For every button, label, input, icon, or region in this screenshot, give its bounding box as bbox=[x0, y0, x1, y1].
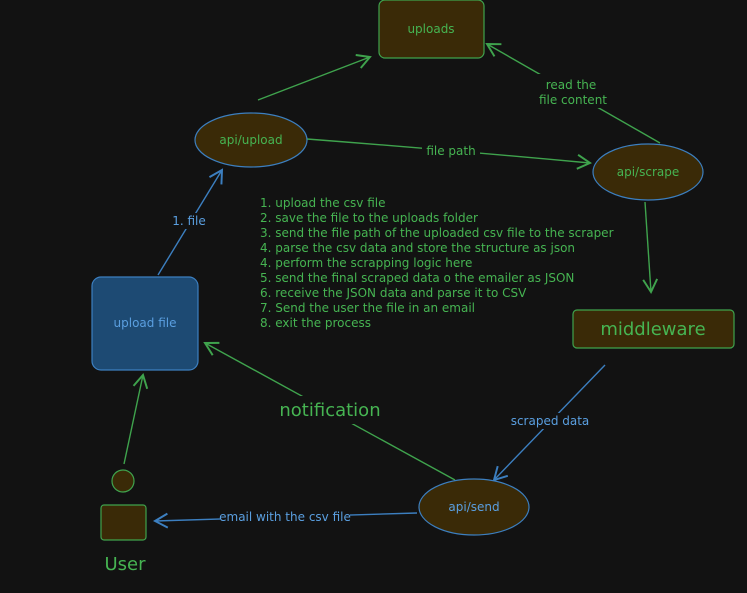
step-item: 6. receive the JSON data and parse it to… bbox=[260, 286, 527, 300]
node-api-send-label: api/send bbox=[448, 500, 499, 514]
node-uploads-label: uploads bbox=[407, 22, 454, 36]
read-label-line1: read the bbox=[546, 78, 597, 92]
step-item: 4. perform the scrapping logic here bbox=[260, 256, 472, 270]
edge-scrape-to-middleware bbox=[642, 201, 659, 295]
email-label: email with the csv file bbox=[219, 510, 351, 524]
file-label: 1. file bbox=[172, 214, 206, 228]
email-label-bg bbox=[220, 509, 350, 525]
node-api-send: api/send bbox=[418, 478, 530, 536]
node-uploads: uploads bbox=[378, 0, 485, 59]
step-item: 3. send the file path of the uploaded cs… bbox=[260, 226, 614, 240]
node-api-scrape-label: api/scrape bbox=[617, 165, 679, 179]
scraped-data-label: scraped data bbox=[511, 414, 590, 428]
notification-label: notification bbox=[279, 400, 380, 421]
node-middleware: middleware bbox=[572, 309, 735, 349]
node-upload-file: upload file bbox=[91, 276, 199, 371]
file-label-bg bbox=[170, 213, 208, 229]
node-api-upload: api/upload bbox=[194, 112, 308, 168]
user-body-icon bbox=[100, 504, 147, 541]
edge-upload-to-uploads bbox=[257, 54, 372, 101]
step-item: 2. save the file to the uploads folder bbox=[260, 211, 478, 225]
step-item: 4. parse the csv data and store the stru… bbox=[260, 241, 575, 255]
notification-label-bg bbox=[266, 396, 394, 424]
read-label-line2: file content bbox=[539, 93, 607, 107]
edge-user-to-upload-file bbox=[123, 373, 149, 465]
read-label-bg bbox=[532, 74, 610, 108]
node-middleware-label: middleware bbox=[600, 319, 705, 340]
node-api-upload-label: api/upload bbox=[219, 133, 282, 147]
step-item: 7. Send the user the file in an email bbox=[260, 301, 475, 315]
node-upload-file-label: upload file bbox=[114, 316, 177, 330]
step-item: 5. send the final scraped data o the ema… bbox=[260, 271, 574, 285]
steps-list: 1. upload the csv file 2. save the file … bbox=[260, 196, 614, 330]
file-path-label: file path bbox=[426, 144, 475, 158]
node-api-scrape: api/scrape bbox=[592, 143, 704, 201]
step-item: 1. upload the csv file bbox=[260, 196, 386, 210]
step-item: 8. exit the process bbox=[260, 316, 371, 330]
node-user: User bbox=[100, 469, 147, 575]
scraped-label-bg bbox=[510, 413, 590, 429]
user-head-icon bbox=[111, 469, 135, 493]
node-user-label: User bbox=[104, 554, 146, 575]
file-path-label-bg bbox=[422, 143, 480, 159]
